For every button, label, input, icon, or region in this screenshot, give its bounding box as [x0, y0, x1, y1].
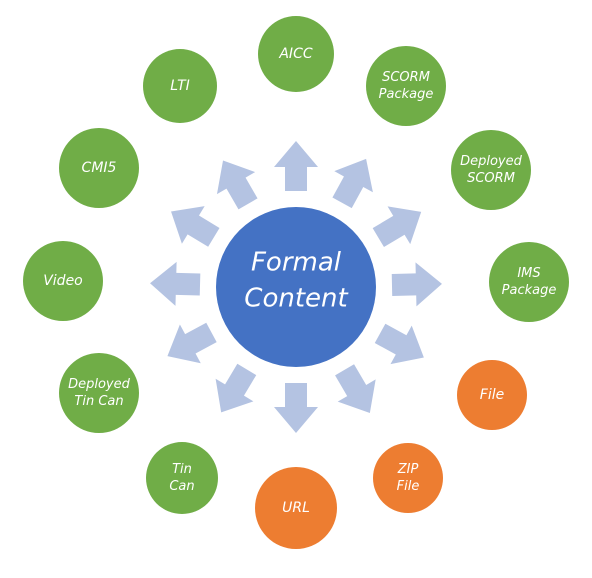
node-file: File [457, 360, 527, 430]
node-lti: LTI [143, 49, 217, 123]
node-label-cmi5-1: CMI5 [82, 160, 117, 176]
node-aicc: AICC [258, 16, 334, 92]
center-node: Formal Content [216, 207, 376, 367]
arrow-zip-file [335, 364, 376, 413]
node-label-deployed-scorm-1: Deployed [460, 154, 523, 169]
center-circle [216, 207, 376, 367]
node-label-url-1: URL [282, 500, 310, 516]
node-circle-ims-package [489, 242, 569, 322]
node-layer: AICCSCORMPackageDeployedSCORMIMSPackageF… [23, 16, 569, 549]
node-scorm-package: SCORM Package [366, 46, 446, 126]
node-circle-deployed-tin-can [59, 353, 139, 433]
node-label-video-1: Video [43, 273, 83, 289]
node-circle-video [23, 241, 103, 321]
center-label-line2: Content [244, 284, 348, 314]
arrow-deployed-scorm [372, 206, 422, 248]
node-ims-package: IMS Package [489, 242, 569, 322]
node-label-aicc-1: AICC [278, 46, 312, 62]
arrow-tin-can [215, 363, 257, 413]
node-circle-deployed-scorm [451, 130, 531, 210]
node-label-zip-file-2: File [397, 479, 420, 494]
arrow-ims-package [391, 262, 442, 307]
node-label-deployed-scorm-2: SCORM [467, 171, 515, 186]
node-circle-cmi5 [59, 128, 139, 208]
node-label-scorm-package-2: Package [379, 87, 434, 102]
node-zip-file: ZIP File [373, 443, 443, 513]
arrow-cmi5 [171, 206, 220, 247]
arrow-layer [150, 141, 442, 433]
node-url: URL [255, 467, 337, 549]
node-label-ims-package-1: IMS [517, 266, 540, 281]
node-circle-scorm-package [366, 46, 446, 126]
node-label-lti-1: LTI [170, 78, 190, 94]
node-label-tin-can-1: Tin [172, 462, 192, 477]
arrow-video [150, 261, 201, 306]
arrow-lti [216, 160, 258, 210]
node-label-zip-file-1: ZIP [397, 462, 419, 477]
node-label-ims-package-2: Package [502, 283, 557, 298]
arrow-url [274, 383, 318, 433]
node-circle-url [255, 467, 337, 549]
node-label-deployed-tin-can-2: Tin Can [74, 394, 123, 409]
node-label-deployed-tin-can-1: Deployed [68, 377, 131, 392]
node-circle-zip-file [373, 443, 443, 513]
arrow-deployed-tin-can [167, 322, 217, 364]
node-circle-lti [143, 49, 217, 123]
node-circle-tin-can [146, 442, 218, 514]
node-label-tin-can-2: Can [169, 479, 194, 494]
node-circle-aicc [258, 16, 334, 92]
arrow-file [374, 323, 424, 365]
node-label-scorm-package-1: SCORM [382, 70, 430, 85]
arrow-aicc [274, 141, 318, 191]
node-circle-file [457, 360, 527, 430]
node-video: Video [23, 241, 103, 321]
center-label-line1: Formal [251, 248, 342, 278]
node-label-file-1: File [480, 387, 504, 403]
node-cmi5: CMI5 [59, 128, 139, 208]
arrow-scorm-package [332, 158, 373, 209]
